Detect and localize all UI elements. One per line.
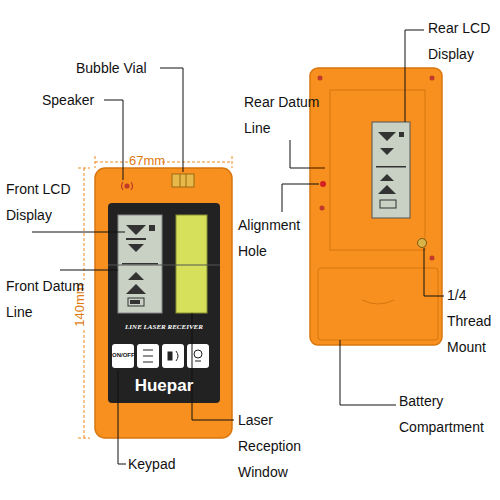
drawing-polygon [128,272,144,280]
drawing-path [176,351,178,361]
drawing-line [232,156,233,168]
drawing-g [318,90,438,340]
drawing-circle [320,206,325,211]
device-print: LINE LASER RECEIVER [112,322,216,332]
part-label: Rear LCD Display [428,15,498,67]
drawing-rect [137,344,159,368]
drawing-polyline [424,248,444,296]
drawing-circle [430,256,435,261]
drawing-line [32,232,125,233]
drawing-rect [172,174,194,187]
drawing-path [122,182,124,190]
drawing-rect [330,90,425,250]
part-label: Alignment Hole [238,212,318,264]
drawing-polygon [380,148,394,155]
drawing-circle [430,76,435,81]
dimension-lines [78,156,232,438]
part-label: Keypad [128,451,198,477]
drawing-polygon [378,132,396,141]
drawing-polygon [378,185,396,194]
drawing-line [78,438,90,439]
drawing-path [362,300,394,304]
drawing-g [318,76,435,261]
drawing-path [131,182,133,190]
keypad [112,344,209,368]
drawing-line [186,174,187,187]
drawing-rect [128,298,144,306]
drawing-rect [372,122,410,218]
drawing-polyline [104,100,123,180]
part-label: Battery Compartment [399,388,499,440]
drawing-rect [376,166,406,168]
drawing-line [108,265,220,266]
drawing-rect [118,215,162,313]
drawing-polyline [290,140,310,168]
drawing-line [143,356,153,357]
dimension-label: 67mm [129,150,169,172]
part-label: Rear Datum Line [244,89,330,141]
drawing-circle [194,350,202,358]
drawing-circle [318,76,323,81]
drawing-polyline [118,370,126,464]
drawing-polygon [128,244,144,252]
drawing-polygon [126,225,146,235]
drawing-g [376,132,406,208]
part-label: Speaker [42,87,104,113]
drawing-rect [130,300,140,304]
drawing-polyline [340,340,396,405]
drawing-line [60,270,118,271]
drawing-rect [149,225,155,231]
rear-receiver [310,68,442,345]
speaker [122,182,133,190]
drawing-line [78,168,90,169]
drawing-circle [320,181,326,187]
drawing-circle [125,184,129,188]
drawing-line [195,361,201,362]
drawing-rect [95,168,232,438]
drawing-polygon [380,174,394,181]
brand-logo: Huepar [110,375,218,397]
drawing-rect [122,263,158,265]
drawing-rect [112,344,134,368]
drawing-rect [108,203,220,403]
drawing-line [310,167,325,169]
drawing-polyline [405,30,424,122]
part-label: Laser Reception Window [238,407,318,485]
drawing-line [95,156,96,168]
drawing-line [84,330,85,438]
drawing-polygon [126,284,146,294]
drawing-line [143,362,153,363]
leader-lines [32,30,444,464]
drawing-rect [399,132,404,137]
drawing-polyline [282,184,319,212]
drawing-g [143,350,202,362]
drawing-line [143,350,153,351]
drawing-rect [380,200,396,208]
part-label: Front Datum Line [6,273,98,325]
drawing-rect [168,352,172,360]
drawing-rect [310,68,442,345]
drawing-line [162,162,232,163]
part-label: Bubble Vial [76,55,160,81]
drawing-rect [176,215,207,313]
drawing-line [180,174,181,187]
button-label: ON/OFF [112,351,134,360]
part-label: 1/4 Thread Mount [447,282,499,360]
drawing-rect [318,268,438,340]
drawing-rect [162,344,184,368]
drawing-rect [187,344,209,368]
front-receiver [95,168,232,438]
drawing-circle [418,239,427,248]
drawing-line [84,168,85,280]
part-label: Front LCD Display [6,176,80,228]
bubble-vial [172,174,194,187]
drawing-rect [126,238,146,240]
